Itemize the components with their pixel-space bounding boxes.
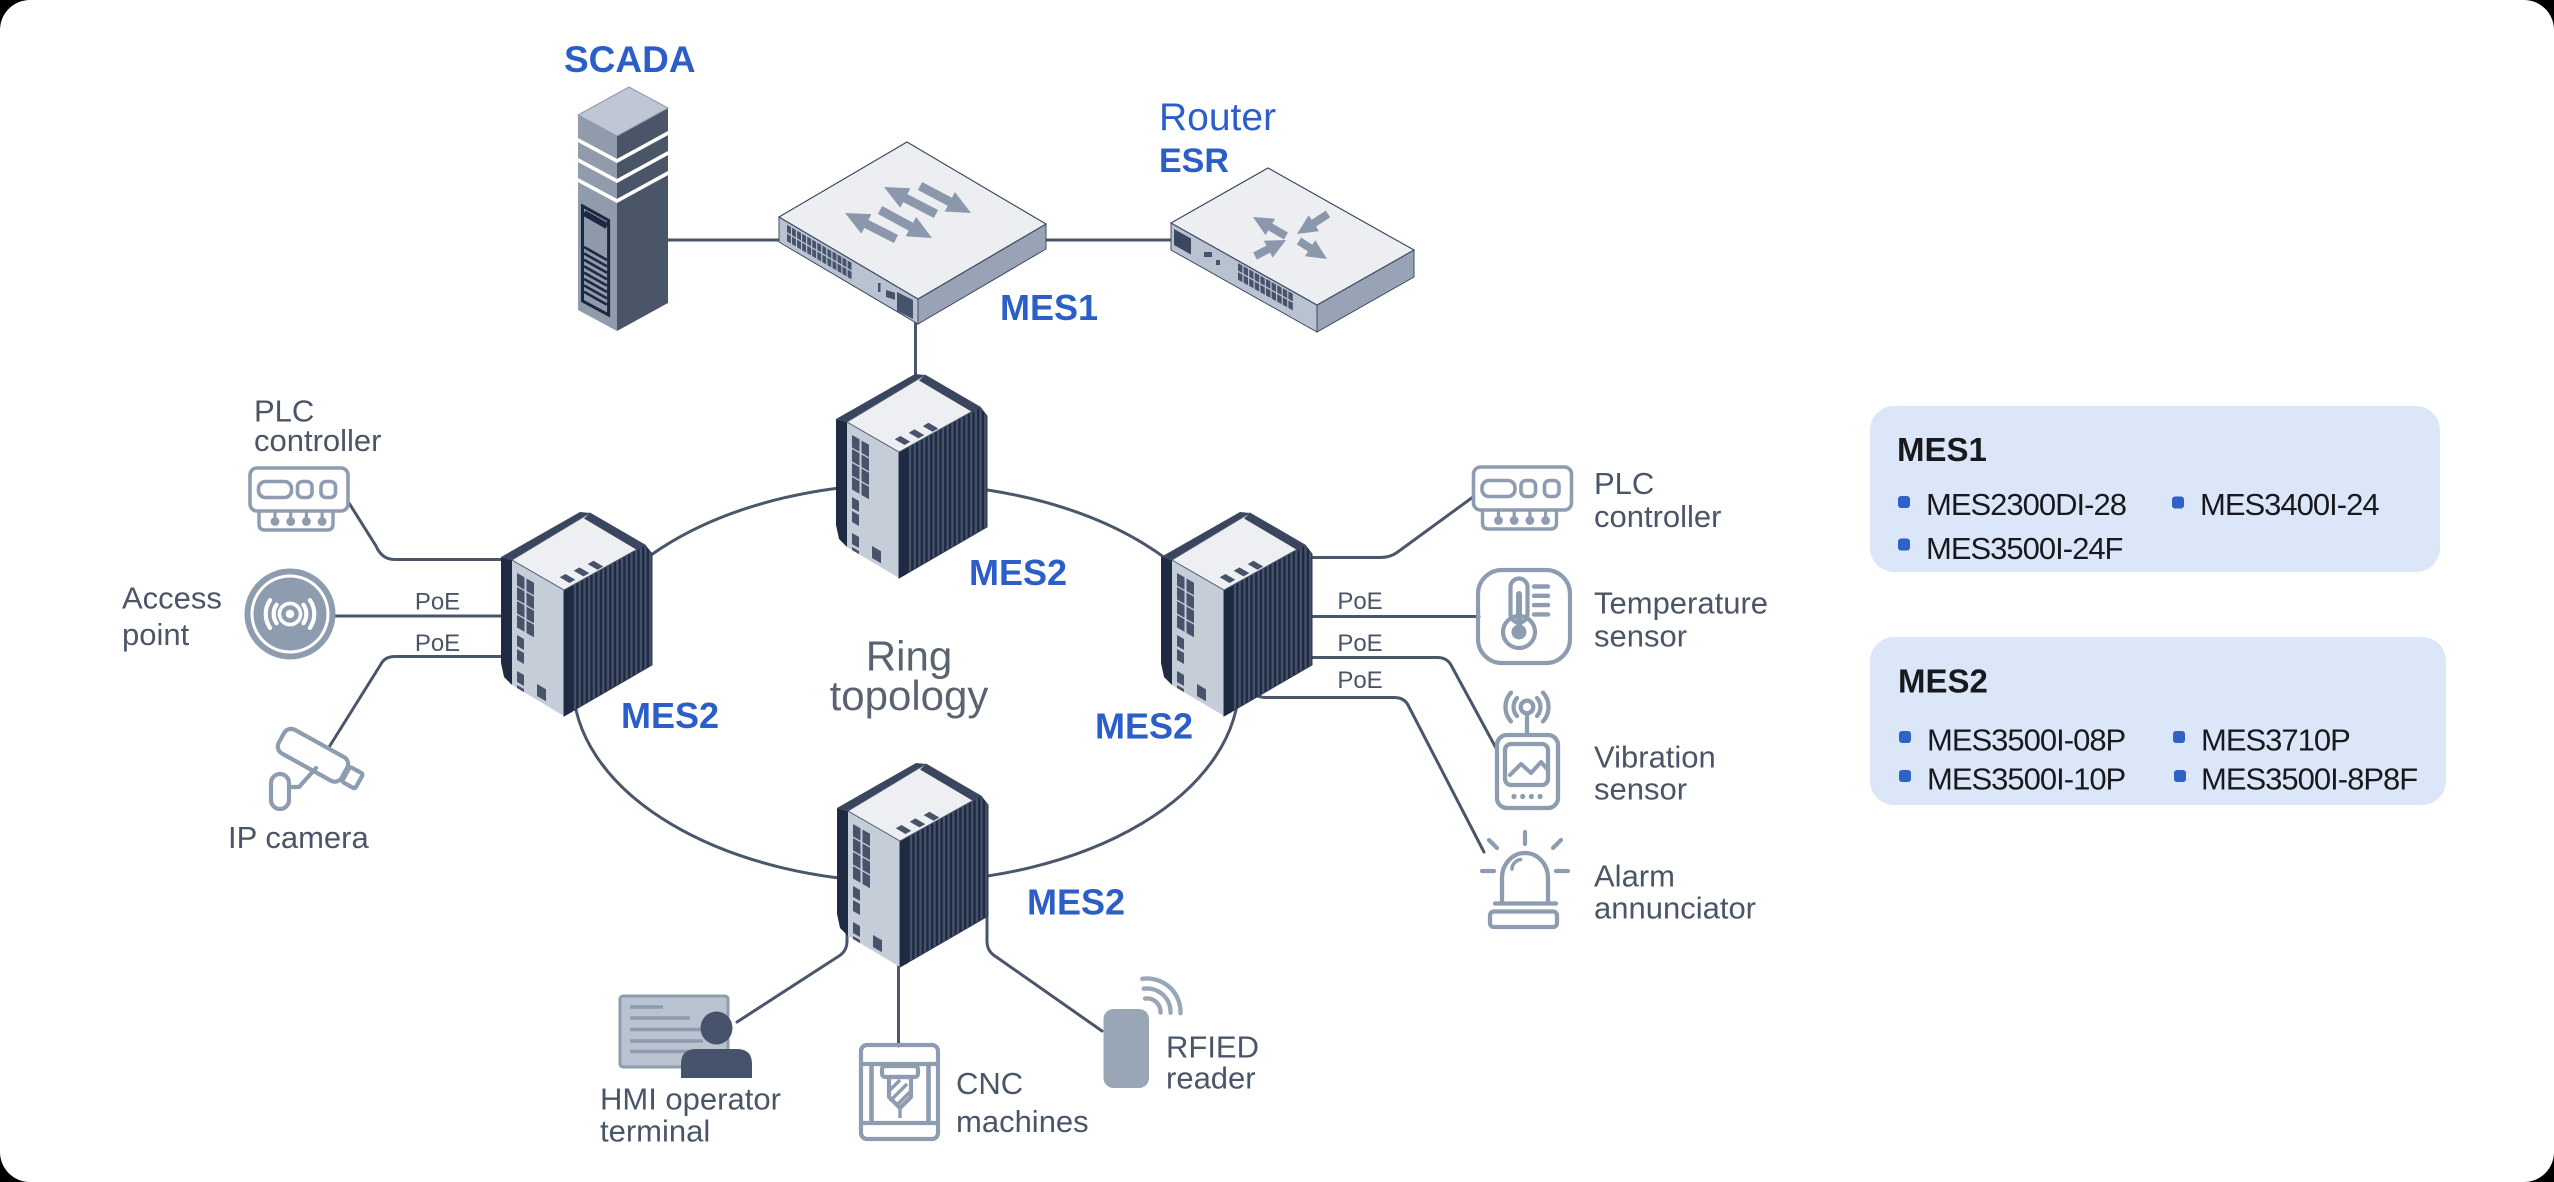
svg-text:machines: machines xyxy=(956,1104,1089,1139)
svg-text:HMI operator: HMI operator xyxy=(600,1082,781,1117)
svg-text:MES2: MES2 xyxy=(1095,706,1193,747)
svg-text:reader: reader xyxy=(1166,1061,1256,1096)
svg-text:MES3500I-8P8F: MES3500I-8P8F xyxy=(2201,762,2417,797)
svg-text:CNC: CNC xyxy=(956,1066,1023,1101)
svg-text:Vibration: Vibration xyxy=(1594,740,1716,775)
svg-text:sensor: sensor xyxy=(1594,619,1687,654)
svg-text:MES3500I-08P: MES3500I-08P xyxy=(1927,723,2126,758)
svg-text:MES3500I-10P: MES3500I-10P xyxy=(1927,762,2126,797)
svg-text:MES3710P: MES3710P xyxy=(2201,723,2350,758)
svg-text:PoE: PoE xyxy=(1337,667,1382,694)
svg-text:PoE: PoE xyxy=(1337,630,1382,657)
svg-text:Ring: Ring xyxy=(866,633,952,680)
svg-text:PLC: PLC xyxy=(254,394,314,429)
svg-text:PoE: PoE xyxy=(1337,588,1382,615)
svg-text:Router: Router xyxy=(1159,96,1276,139)
svg-text:SCADA: SCADA xyxy=(564,39,696,80)
svg-text:PoE: PoE xyxy=(415,589,460,616)
svg-text:MES2300DI-28: MES2300DI-28 xyxy=(1926,487,2126,522)
svg-text:point: point xyxy=(122,617,190,652)
svg-text:MES2: MES2 xyxy=(1027,882,1125,923)
svg-text:PLC: PLC xyxy=(1594,466,1654,501)
svg-text:PoE: PoE xyxy=(415,630,460,657)
svg-text:IP camera: IP camera xyxy=(228,820,369,855)
svg-text:MES2: MES2 xyxy=(1898,663,1988,700)
svg-text:terminal: terminal xyxy=(600,1114,710,1149)
svg-text:MES2: MES2 xyxy=(969,552,1067,593)
svg-text:MES3400I-24: MES3400I-24 xyxy=(2200,487,2379,522)
svg-text:MES2: MES2 xyxy=(621,695,719,736)
svg-text:controller: controller xyxy=(1594,499,1722,534)
svg-text:annunciator: annunciator xyxy=(1594,891,1756,926)
svg-text:Temperature: Temperature xyxy=(1594,586,1768,621)
svg-text:MES3500I-24F: MES3500I-24F xyxy=(1926,531,2123,566)
svg-text:MES1: MES1 xyxy=(1897,431,1987,468)
svg-text:ESR: ESR xyxy=(1159,142,1229,180)
svg-text:controller: controller xyxy=(254,423,382,458)
svg-text:Access: Access xyxy=(122,581,222,616)
svg-text:sensor: sensor xyxy=(1594,772,1687,807)
svg-text:MES1: MES1 xyxy=(1000,287,1098,328)
svg-text:RFIED: RFIED xyxy=(1166,1030,1259,1065)
svg-text:topology: topology xyxy=(830,672,989,719)
svg-text:Alarm: Alarm xyxy=(1594,859,1675,894)
